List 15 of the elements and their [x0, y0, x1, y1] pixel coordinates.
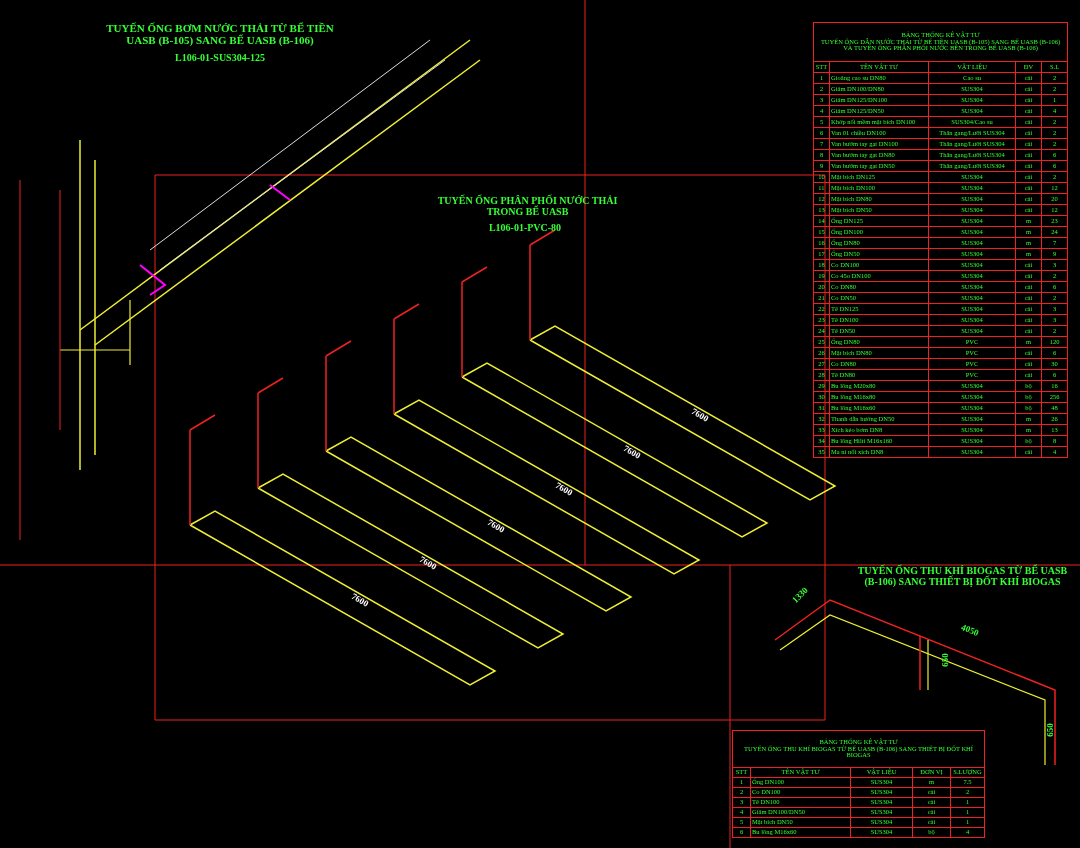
dimension-label: 7600	[484, 516, 508, 537]
dimension-label: 7600	[416, 553, 440, 574]
dimension-label: 650	[1045, 722, 1055, 739]
dimension-label: 650	[940, 652, 950, 669]
dimension-label: 7600	[620, 442, 644, 463]
dimension-label: 7600	[348, 590, 372, 611]
pipe-code-label: L106-01-PVC-80	[487, 222, 563, 233]
drawing-title: TUYẾN ỐNG PHÂN PHỐI NƯỚC THẢI TRONG BỂ UASB	[436, 195, 619, 217]
dimension-label: 7600	[552, 479, 576, 500]
drawing-title: TUYẾN ỐNG BƠM NƯỚC THẢI TỪ BỂ TIỀN UASB (B-105) SANG BỂ UASB (B-106)	[105, 22, 335, 46]
dimension-label: 7600	[688, 405, 712, 426]
dimension-label: 4050	[958, 621, 982, 640]
dimension-label: 1330	[789, 584, 811, 607]
drawing-title: TUYẾN ỐNG THU KHÍ BIOGAS TỪ BỂ UASB (B-106) SANG THIẾT BỊ ĐỐT KHÍ BIOGAS	[856, 565, 1069, 587]
pipe-code-label: L106-01-SUS304-125	[174, 52, 266, 63]
